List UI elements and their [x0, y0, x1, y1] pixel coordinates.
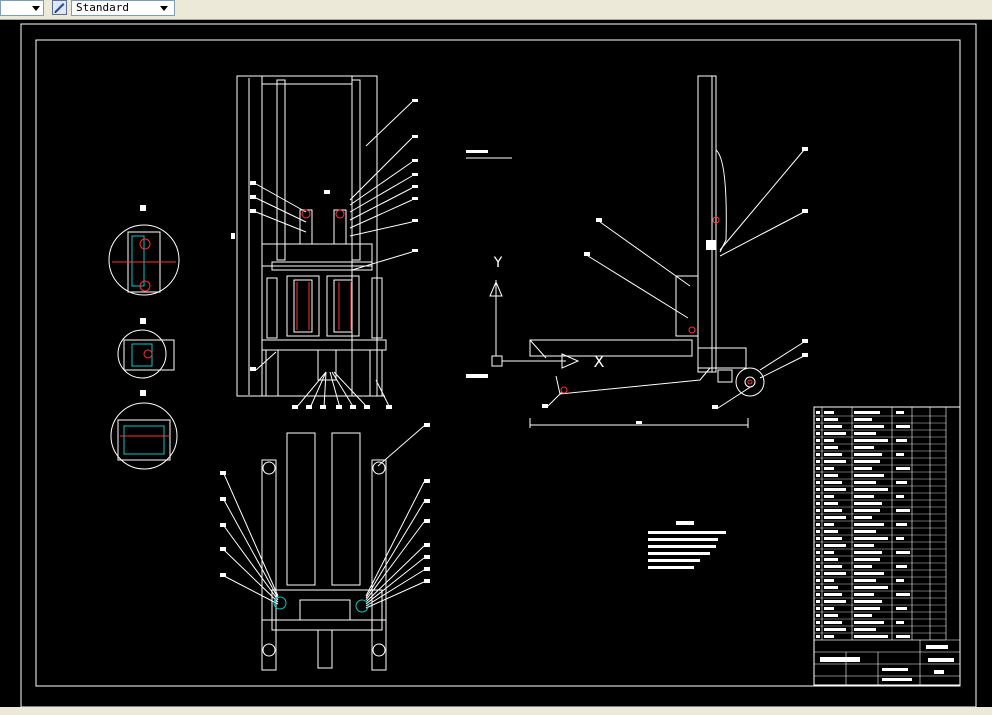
- front-view: [236, 75, 413, 409]
- ucs-x-label: X: [594, 352, 605, 371]
- technical-notes: [648, 521, 726, 569]
- drawing-canvas[interactable]: Y X: [0, 20, 992, 708]
- inner-frame: [35, 39, 961, 687]
- side-view: [466, 75, 805, 428]
- text-style-value: Standard: [76, 1, 129, 14]
- properties-toolbar: Standard: [0, 0, 992, 20]
- chevron-down-icon[interactable]: [32, 6, 40, 11]
- layer-combo[interactable]: [0, 0, 44, 16]
- title-block: [813, 406, 961, 686]
- text-style-icon[interactable]: [52, 0, 67, 15]
- horizontal-scrollbar[interactable]: [0, 707, 992, 715]
- top-view: [223, 425, 425, 671]
- chevron-down-icon[interactable]: [160, 6, 168, 11]
- cad-drawing: Y X: [20, 23, 977, 708]
- ucs-icon: [489, 280, 580, 369]
- ucs-y-label: Y: [493, 255, 503, 271]
- text-style-combo[interactable]: Standard: [71, 0, 175, 16]
- detail-views: [108, 224, 180, 470]
